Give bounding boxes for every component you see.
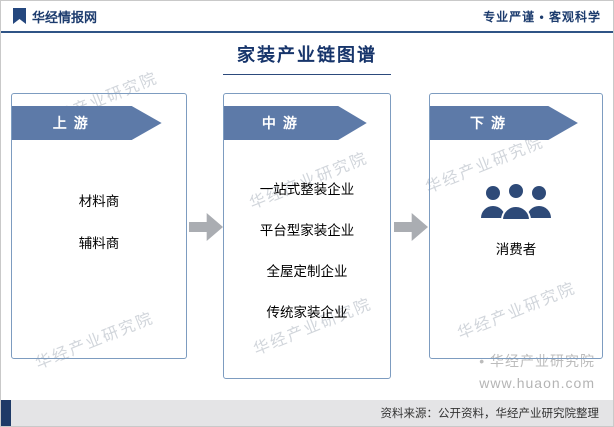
site-name: 华经情报网 — [32, 9, 98, 25]
footer-accent-square — [1, 400, 11, 426]
list-item: 消费者 — [495, 242, 537, 257]
upstream-banner: 上游 — [12, 106, 162, 140]
bookmark-logo-icon — [13, 8, 26, 24]
downstream-banner: 下游 — [430, 106, 578, 140]
flow-arrow-icon — [394, 213, 428, 241]
midstream-items: 一站式整装企业 平台型家装企业 全屋定制企业 传统家装企业 — [224, 178, 390, 321]
brand: 华经情报网 — [13, 7, 97, 26]
midstream-banner: 中游 — [224, 106, 367, 140]
footer-bar: 资料来源：公开资料，华经产业研究院整理 — [1, 400, 613, 426]
upstream-label: 上游 — [52, 115, 95, 131]
list-item: 传统家装企业 — [266, 305, 348, 320]
list-item: 辅料商 — [78, 236, 120, 251]
downstream-box: 下游 消费者 — [429, 93, 603, 359]
upstream-items: 材料商 辅料商 — [12, 190, 186, 252]
title-wrap: 家装产业链图谱 — [1, 41, 613, 75]
consumers-icon — [478, 180, 554, 224]
list-item: 材料商 — [78, 194, 120, 209]
midstream-label: 中游 — [261, 115, 304, 131]
list-item: 全屋定制企业 — [266, 264, 348, 279]
list-item: 一站式整装企业 — [259, 182, 355, 197]
page-header: 华经情报网 专业严谨 • 客观科学 — [1, 1, 613, 33]
source-note: 资料来源：公开资料，华经产业研究院整理 — [380, 408, 600, 420]
downstream-label: 下游 — [470, 115, 513, 131]
list-item: 平台型家装企业 — [259, 223, 355, 238]
flow-arrow-icon — [189, 213, 223, 241]
watermark-url: www.huaon.com — [479, 375, 595, 391]
downstream-items: 消费者 — [430, 180, 602, 258]
upstream-box: 上游 材料商 辅料商 — [11, 93, 187, 359]
midstream-box: 中游 一站式整装企业 平台型家装企业 全屋定制企业 传统家装企业 — [223, 93, 391, 379]
header-tagline: 专业严谨 • 客观科学 — [483, 9, 601, 24]
page-title: 家装产业链图谱 — [223, 41, 391, 75]
